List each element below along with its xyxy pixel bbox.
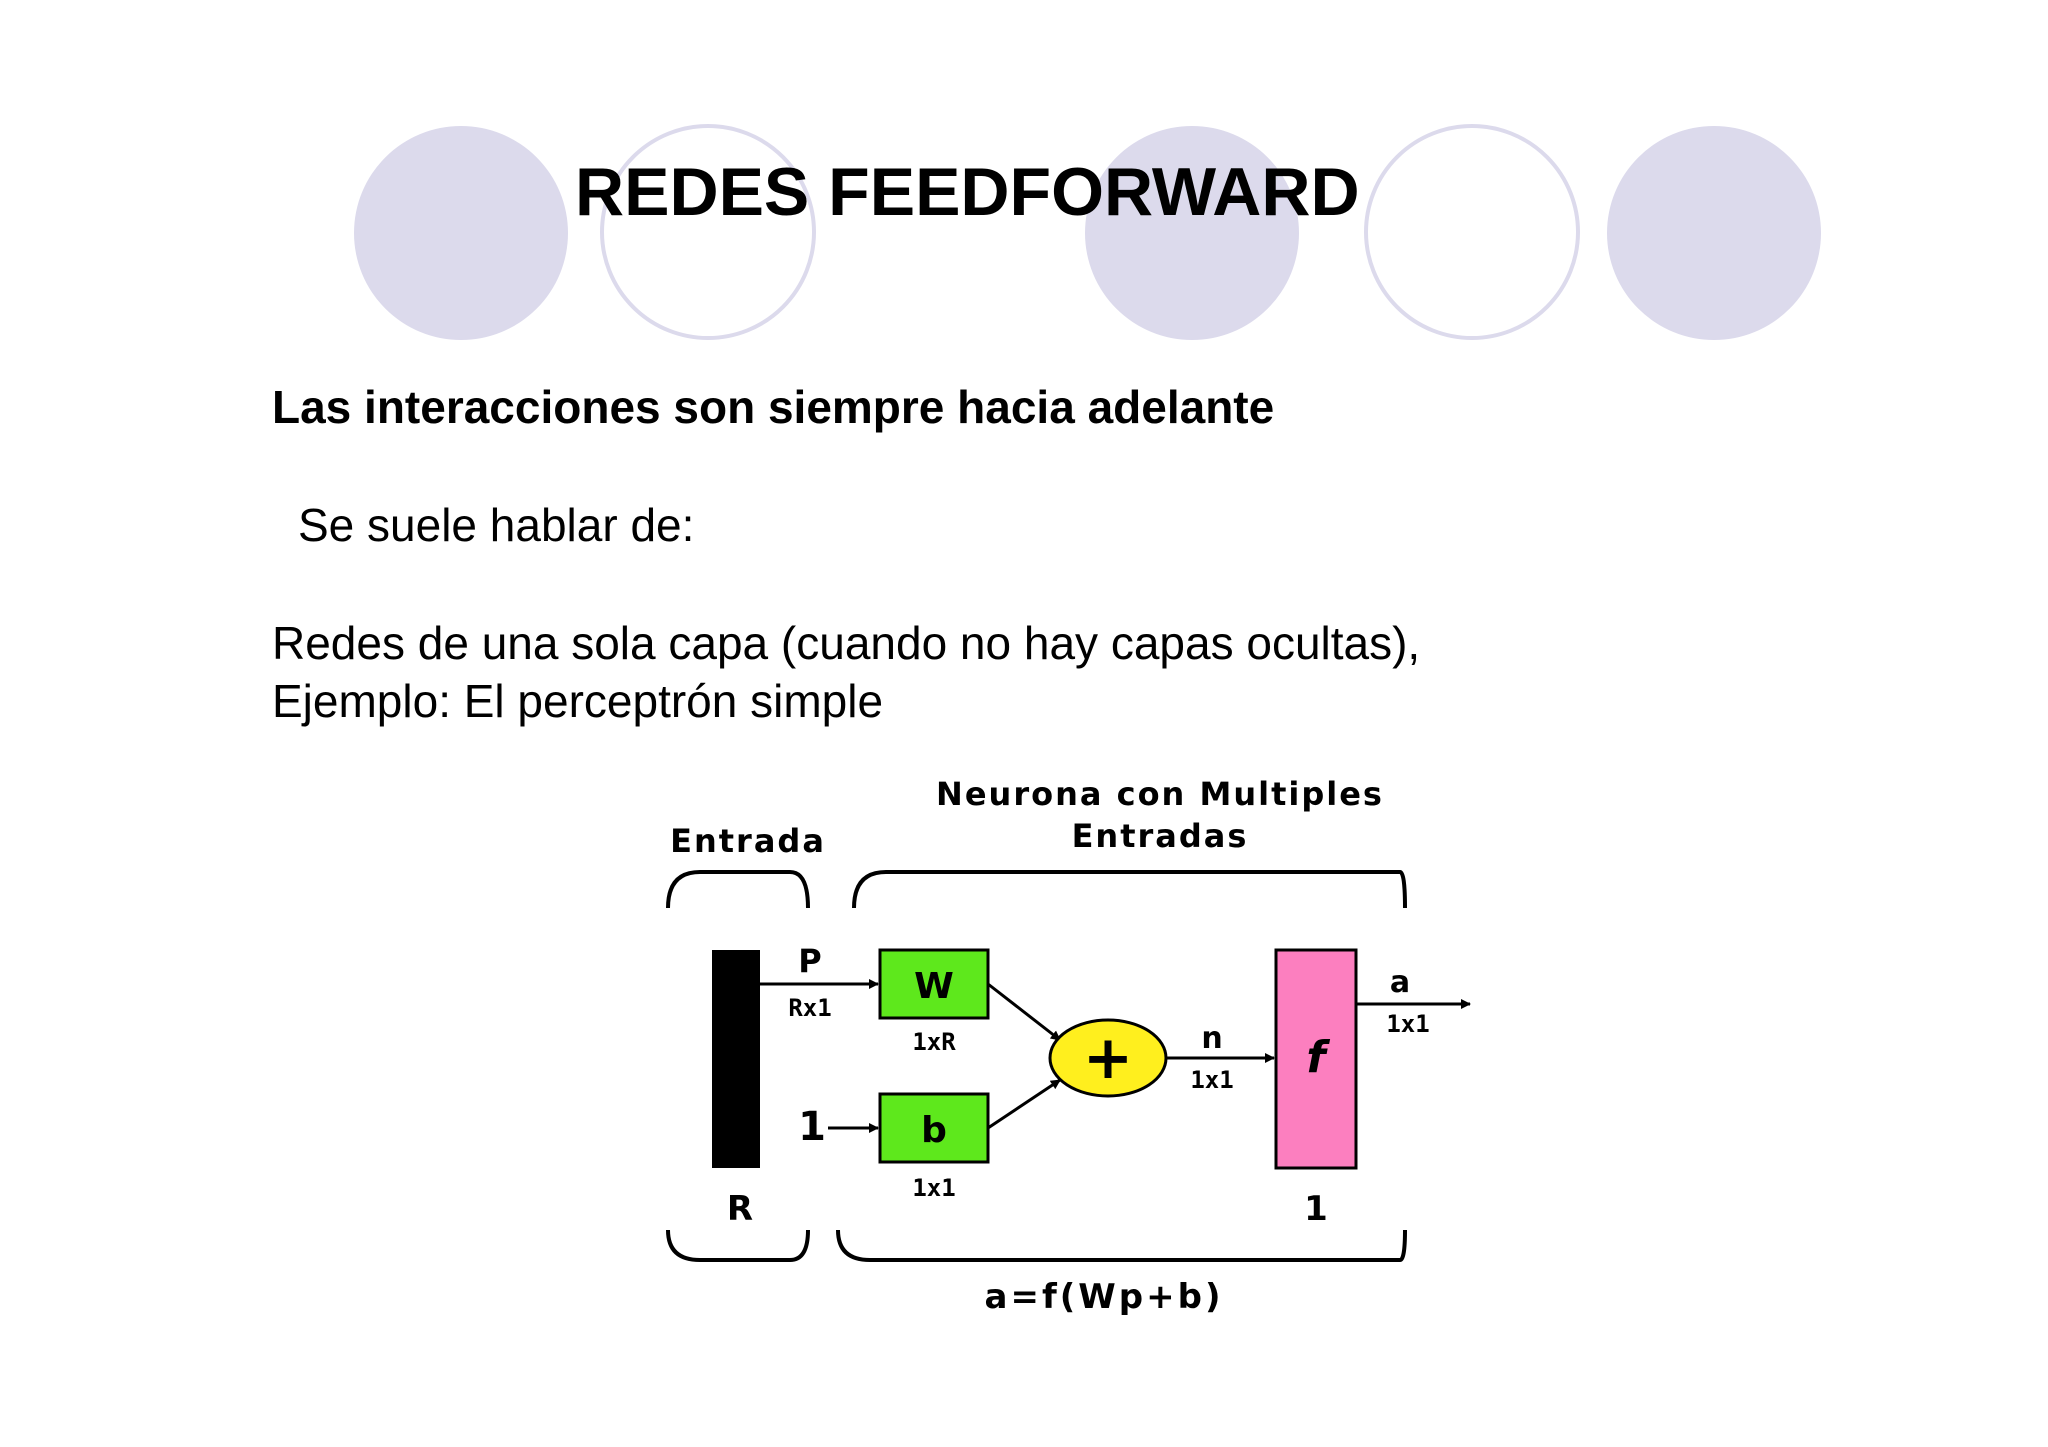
input-bracket-top [666,870,810,909]
bias-input-label: 1 [798,1104,826,1150]
neuron-header-line-1: Neurona con Multiples [936,775,1384,813]
weight-label: W [914,966,954,1007]
neuron-bracket-bottom [836,1229,1407,1262]
bias-dim-label: 1x1 [912,1174,955,1202]
weight-to-sum-arrow [987,982,1061,1042]
bias-label: b [921,1110,947,1151]
input-header: Entrada [670,822,826,860]
bias-box [878,1092,990,1164]
decorative-circle-3 [1607,126,1821,340]
decorative-circle-1 [354,126,568,340]
input-size-label: R [727,1189,753,1229]
perceptron-diagram: Neurona con Multiples Entradas Entrada P… [666,775,1471,1317]
decorative-ring-2 [1364,124,1580,340]
body-line-1: Redes de una sola capa (cuando no hay ca… [272,617,1421,669]
transfer-function-box [1274,948,1358,1170]
bias-to-sum-arrow [987,1078,1061,1130]
input-p-label: P [798,942,821,980]
input-bracket-bottom [666,1229,810,1262]
neuron-header-line-2: Entradas [1072,817,1249,855]
input-vector-bar [712,950,760,1168]
formula-label: a=f(Wp+b) [985,1277,1224,1317]
intro-text: Se suele hablar de: [298,499,695,551]
input-p-dim-label: Rx1 [788,994,831,1022]
output-dim-label: 1x1 [1386,1010,1429,1038]
weight-box [878,948,990,1020]
sum-symbol: + [1083,1023,1133,1093]
output-label: a [1390,965,1410,1000]
net-label: n [1201,1021,1222,1056]
decorative-circle-2 [1085,126,1299,340]
net-dim-label: 1x1 [1190,1066,1233,1094]
weight-dim-label: 1xR [912,1028,956,1056]
decorative-ring-1 [600,124,816,340]
slide-title: REDES FEEDFORWARD [575,154,1360,230]
body-line-2: Ejemplo: El perceptrón simple [272,675,884,727]
neuron-bracket-top [852,870,1407,909]
slide-subtitle: Las interacciones son siempre hacia adel… [272,381,1275,433]
neuron-count-label: 1 [1304,1189,1328,1229]
